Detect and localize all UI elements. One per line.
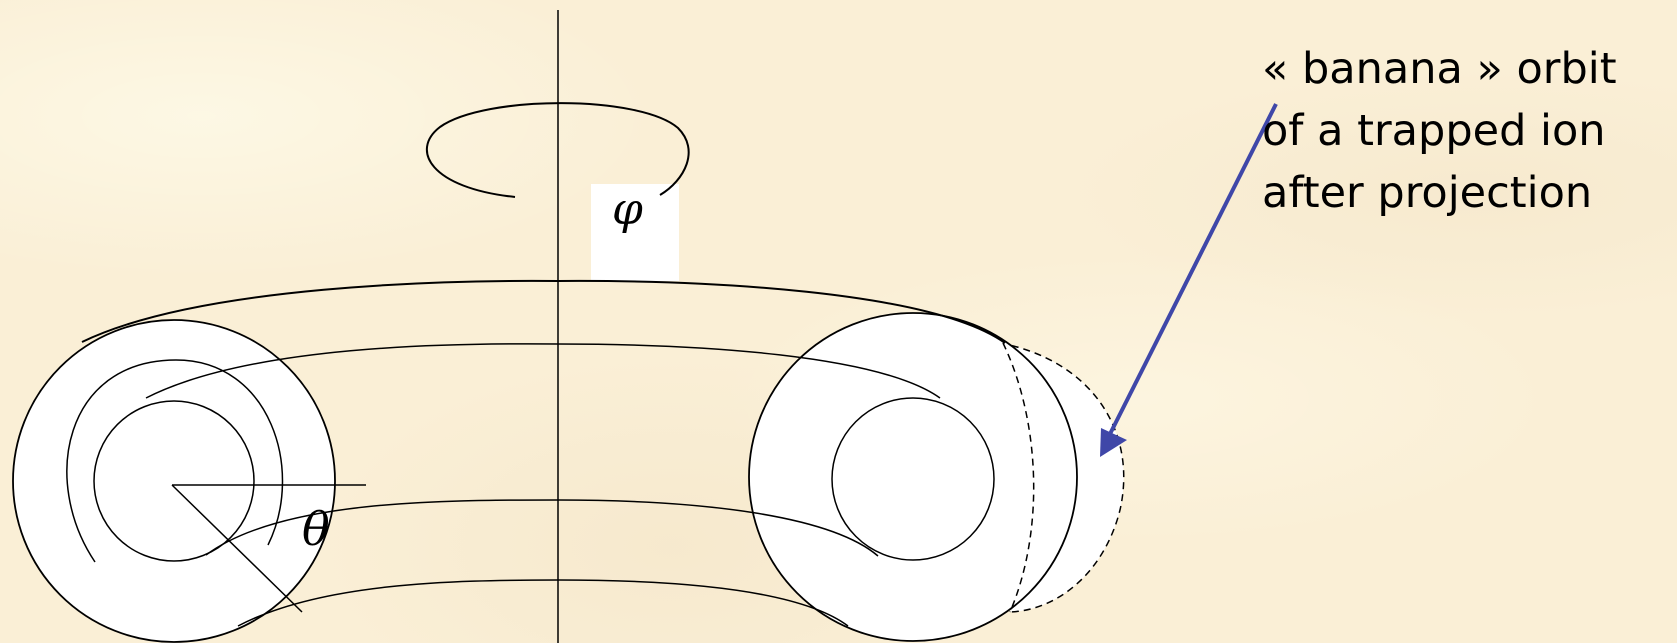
torus-lower-rim-inner <box>205 499 879 557</box>
torus-inner-rim <box>145 343 941 399</box>
banana-orbit-annotation: « banana » orbit of a trapped ion after … <box>1262 38 1677 224</box>
phi-rotation-loop <box>425 102 690 198</box>
annotation-line-1: « banana » orbit <box>1262 44 1617 94</box>
right-cross-section-outer <box>748 312 1078 642</box>
annotation-line-3: after projection <box>1262 168 1593 218</box>
left-inner-hole <box>93 400 255 562</box>
left-cross-section-outer <box>12 319 336 643</box>
torus-outer-rim <box>81 279 1006 344</box>
theta-symbol: θ <box>302 502 330 556</box>
left-middle-arc <box>66 359 284 563</box>
right-inner-hole <box>831 397 995 561</box>
torus-lower-rim-outer <box>237 579 849 627</box>
annotation-line-2: of a trapped ion <box>1262 106 1606 156</box>
banana-projection-chord <box>1002 342 1035 613</box>
annotation-arrow-head <box>1100 428 1127 457</box>
annotation-arrow-shaft <box>1108 103 1278 435</box>
phi-label-box <box>591 184 679 281</box>
theta-diagonal-ray <box>171 484 303 613</box>
phi-symbol: φ <box>612 184 643 235</box>
